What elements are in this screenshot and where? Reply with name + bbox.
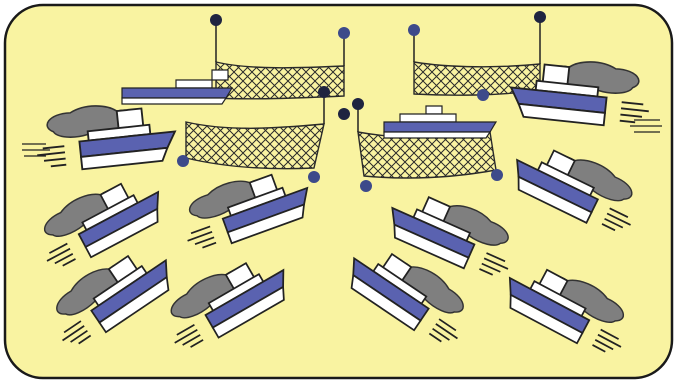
fishing-boat (383, 105, 498, 139)
float-icon (352, 98, 364, 110)
float-icon (177, 155, 189, 167)
fishing-boat (121, 69, 234, 105)
fishing-net (177, 86, 330, 183)
float-icon (477, 89, 489, 101)
float-icon (308, 171, 320, 183)
float-icon (408, 24, 420, 36)
float-icon (360, 180, 372, 192)
float-icon (210, 14, 222, 26)
fishing-net (210, 14, 350, 120)
float-icon (534, 11, 546, 23)
float-icon (491, 169, 503, 181)
wake-lines (22, 119, 662, 157)
fishing-net (352, 98, 503, 192)
float-icon (338, 108, 350, 120)
float-icon (318, 86, 330, 98)
float-icon (338, 27, 350, 39)
